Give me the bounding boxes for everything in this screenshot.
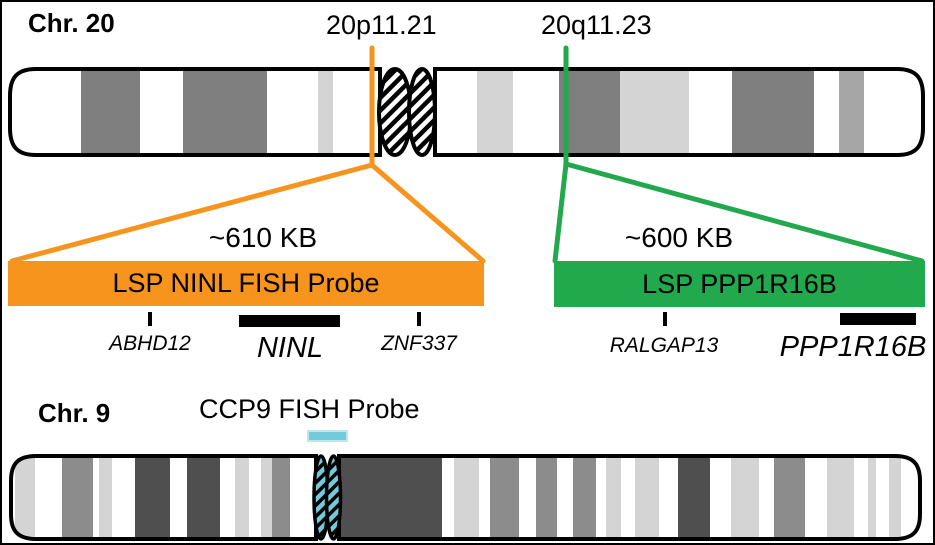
chr20-ideogram <box>8 67 925 157</box>
chromosome-band <box>868 456 876 539</box>
chromosome-band <box>620 69 689 155</box>
chromosome-band <box>606 456 621 539</box>
chromosome-band <box>261 456 272 539</box>
chromosome-band <box>62 456 93 539</box>
probe20q-callout <box>552 45 925 307</box>
chromosome-band <box>99 456 112 539</box>
chromosome-band <box>678 456 710 539</box>
chr20-centromere-left-lobe <box>377 67 413 157</box>
gene-label-ppp1r16b: PPP1R16B <box>779 331 927 363</box>
gene-label-ralgap13: RALGAP13 <box>609 334 719 357</box>
probe20q-size-label: ~600 KB <box>624 222 734 253</box>
chr9-centromere-right-lobe <box>324 454 343 541</box>
chromosome-band <box>15 456 35 539</box>
ralgap13-tick <box>663 312 667 326</box>
chromosome-band <box>135 456 170 539</box>
probe20q-box <box>554 261 925 307</box>
chr9-p-arm-outline <box>9 454 318 541</box>
chromosome-band <box>731 456 759 539</box>
ccp9-probe-label: CCP9 FISH Probe <box>199 394 420 424</box>
chromosome-band <box>839 69 864 155</box>
chr9-ideogram <box>9 454 922 541</box>
chr20-q-arm-bands <box>477 69 864 155</box>
chr20-p-arm-bands <box>81 69 333 155</box>
chr9-p-arm-bands <box>15 456 290 539</box>
chr20-q-arm-outline <box>433 67 925 157</box>
chromosome-band <box>490 456 519 539</box>
ninl-gene-bar <box>239 315 340 327</box>
probe20p-box <box>8 261 484 306</box>
chr20-q-locus-label: 20q11.23 <box>541 10 652 40</box>
probe20p-box-label: LSP NINL FISH Probe <box>112 268 380 298</box>
chromosome-band <box>81 69 140 155</box>
chromosome-band <box>235 456 249 539</box>
chromosome-band <box>183 69 267 155</box>
chromosome-band <box>573 456 596 539</box>
chromosome-band <box>339 456 442 539</box>
chromosome-band <box>477 69 513 155</box>
chromosome-band <box>732 69 814 155</box>
chromosome-band <box>187 456 220 539</box>
probe20p-callout <box>8 45 486 306</box>
chromosome-band <box>454 456 479 539</box>
chromosome-band <box>559 69 620 155</box>
probe20q-box-label: LSP PPP1R16B <box>642 268 837 299</box>
chr9-title: Chr. 9 <box>38 398 111 428</box>
znf337-tick <box>417 312 421 326</box>
chromosome-band <box>889 456 901 539</box>
chr20-p-locus-label: 20p11.21 <box>326 10 437 40</box>
chromosome-band <box>536 456 557 539</box>
probe20q-fan-lines <box>552 45 925 264</box>
abhd12-tick <box>148 312 152 326</box>
probe20p-fan-lines <box>9 45 486 264</box>
gene-label-ninl: NINL <box>256 332 324 364</box>
chromosome-band <box>635 456 659 539</box>
chr9-q-arm-bands <box>339 456 901 539</box>
gene-label-abhd12: ABHD12 <box>109 332 191 355</box>
chr20-p-arm-outline <box>8 67 382 157</box>
probe20p-size-label: ~610 KB <box>208 222 318 253</box>
chromosome-band <box>272 456 290 539</box>
chromosome-band <box>318 69 333 155</box>
gene-label-znf337: ZNF337 <box>381 332 457 355</box>
chr20-title: Chr. 20 <box>28 8 115 38</box>
chromosome-band <box>774 456 805 539</box>
chromosome-band <box>827 456 854 539</box>
chr9-q-arm-outline <box>337 454 922 541</box>
ccp9-probe-bar <box>307 430 348 442</box>
ppp1r16b-gene-bar <box>840 313 916 325</box>
gene-markers <box>148 312 916 327</box>
chr20-centromere-right-lobe <box>407 67 437 157</box>
